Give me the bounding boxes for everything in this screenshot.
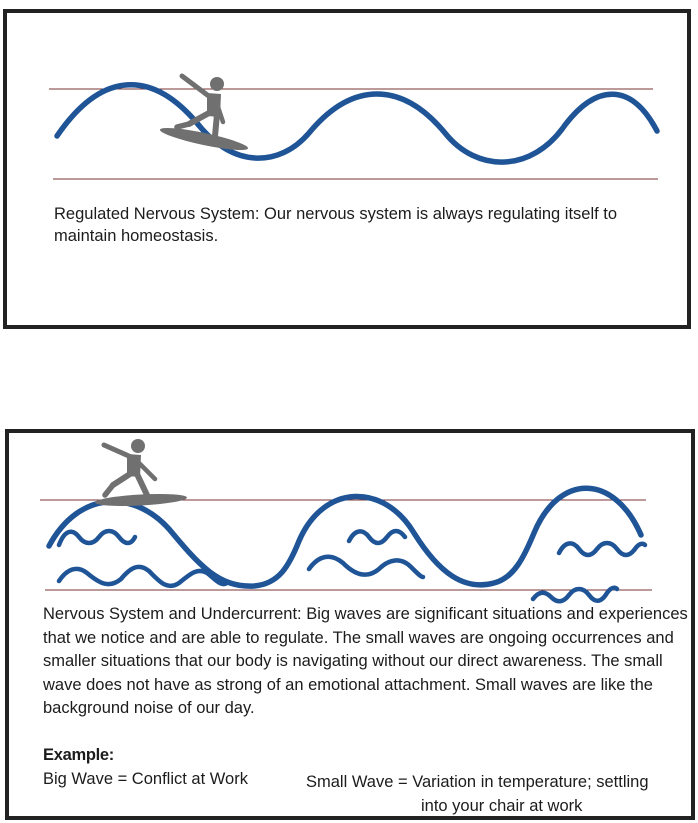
regulated-system-caption: Regulated Nervous System: Our nervous sy… xyxy=(54,205,618,245)
undercurrent-wave-diagram xyxy=(40,439,652,604)
undercurrent-caption: Nervous System and Undercurrent: Big wav… xyxy=(43,605,688,717)
example-label: Example: xyxy=(43,746,114,764)
undercurrent-panel: Nervous System and Undercurrent: Big wav… xyxy=(5,429,695,820)
regulated-wave xyxy=(54,82,660,165)
small-wave-example-line1: Small Wave = Variation in temperature; s… xyxy=(306,773,649,791)
regulated-wave-diagram xyxy=(49,73,660,180)
small-wave xyxy=(56,564,230,589)
small-wave-example: Small Wave = Variation in temperature; s… xyxy=(306,770,698,818)
small-wave xyxy=(56,528,138,548)
small-wave xyxy=(556,540,648,558)
small-wave xyxy=(346,528,408,546)
surfer-icon xyxy=(95,439,187,506)
small-wave-example-line2: into your chair at work xyxy=(421,797,583,815)
surfer-icon xyxy=(159,73,249,151)
small-wave xyxy=(306,554,426,580)
big-wave xyxy=(46,485,644,589)
regulated-system-panel: Regulated Nervous System: Our nervous sy… xyxy=(3,9,691,329)
big-wave-example: Big Wave = Conflict at Work xyxy=(43,770,248,788)
small-wave xyxy=(530,585,620,604)
